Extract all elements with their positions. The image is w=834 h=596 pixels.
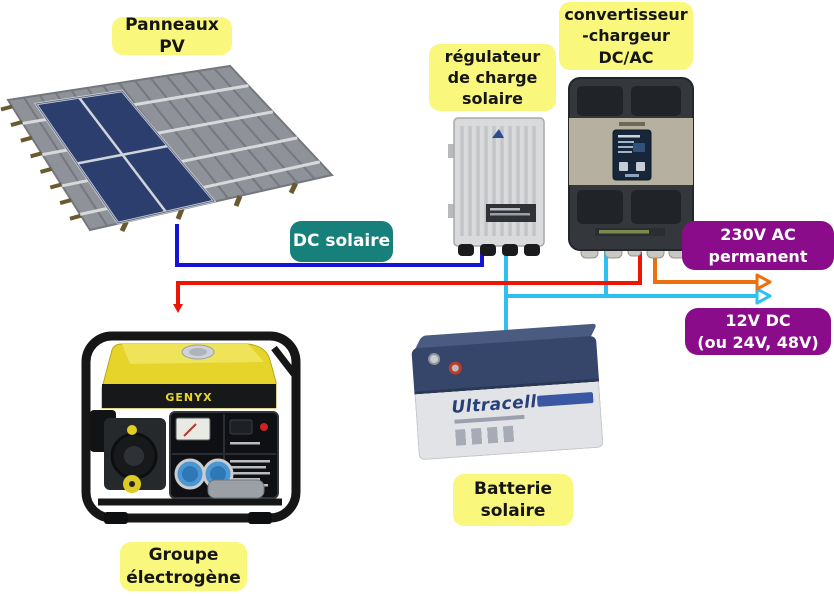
label-line: Panneaux PV (125, 14, 219, 57)
generator-frame (81, 331, 301, 523)
label-line: DC/AC (598, 47, 654, 67)
wire-pv-dc (175, 224, 484, 267)
control-panel (612, 129, 652, 181)
model-text (619, 122, 645, 126)
hinge (448, 144, 457, 158)
label-groupe-electrogene: Groupe électrogène (120, 542, 247, 591)
rafter-ends (0, 104, 298, 233)
generator-canopy: GENYX (101, 343, 277, 409)
solar-battery-image: Ultracell (411, 323, 604, 461)
label-line: Batterie (474, 478, 552, 499)
label-convertisseur: convertisseur -chargeur DC/AC (559, 2, 693, 70)
label-line: 230V AC (720, 225, 796, 245)
generator-feet (104, 512, 272, 524)
wire-orange-arrowhead (755, 273, 772, 291)
label-line: DC solaire (292, 231, 391, 252)
generator-muffler (207, 479, 265, 499)
label-line: régulateur (444, 46, 541, 66)
inverter-charger-image (568, 77, 694, 259)
solar-modules (33, 89, 217, 225)
cable-glands (458, 244, 540, 256)
label-line: permanent (708, 246, 808, 266)
label-230v-ac: 230V AC permanent (682, 221, 834, 270)
label-line: Groupe (148, 545, 219, 566)
pv-panels-image (0, 64, 334, 233)
label-line: électrogène (126, 567, 241, 588)
generator-image: GENYX (81, 331, 301, 524)
hinge (448, 204, 457, 218)
label-line: solaire (480, 501, 546, 521)
label-line: de charge (447, 67, 538, 87)
generator-brand-text: GENYX (165, 391, 212, 404)
generator-engine (90, 410, 166, 493)
wire-battery-dc (504, 250, 757, 336)
generator-control-panel (169, 411, 279, 499)
label-line: 12V DC (725, 311, 791, 331)
wire-generator-ac (173, 252, 642, 313)
wire-ac-output (653, 252, 757, 284)
label-batterie-solaire: Batterie solaire (453, 474, 573, 526)
brand-logo (492, 129, 504, 138)
label-regulateur: régulateur de charge solaire (429, 44, 556, 111)
label-line: -chargeur (582, 26, 670, 46)
wire-cyan-arrowhead (755, 287, 772, 305)
charge-regulator-image (448, 117, 545, 256)
label-line: solaire (461, 89, 524, 109)
label-dc-solaire: DC solaire (290, 221, 393, 262)
label-line: convertisseur (564, 5, 688, 25)
label-line: (ou 24V, 48V) (697, 332, 819, 352)
label-12v-dc: 12V DC (ou 24V, 48V) (685, 308, 831, 355)
label-panneaux-pv: Panneaux PV (112, 15, 232, 57)
